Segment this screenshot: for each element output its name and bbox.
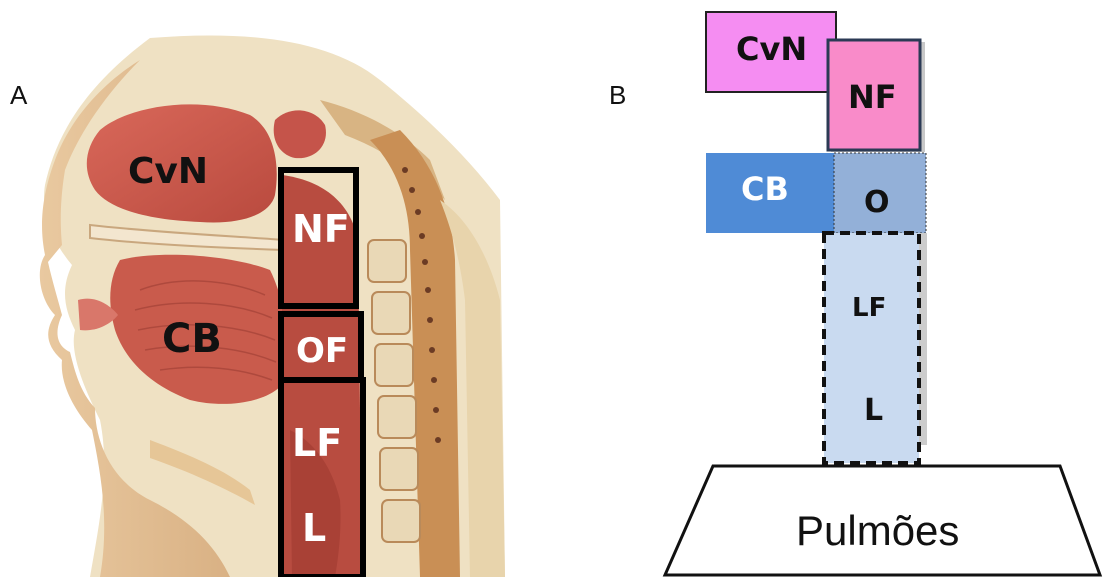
label-cvn-a: CvN bbox=[128, 151, 208, 192]
label-nf-b: NF bbox=[848, 78, 897, 116]
label-lf-a: LF bbox=[292, 421, 342, 465]
block-lf bbox=[824, 233, 919, 463]
label-nf-a: NF bbox=[292, 207, 350, 251]
label-cb-b: CB bbox=[741, 170, 789, 208]
label-o-b: O bbox=[864, 185, 890, 220]
label-lf-b: LF bbox=[852, 293, 886, 323]
label-l-b: L bbox=[864, 393, 883, 428]
label-of-a: OF bbox=[296, 331, 348, 371]
label-cb-a: CB bbox=[162, 316, 222, 362]
label-l-a: L bbox=[302, 506, 326, 550]
head-illustration bbox=[40, 35, 505, 577]
label-cvn-b: CvN bbox=[736, 30, 807, 68]
label-lungs: Pulmões bbox=[796, 507, 959, 554]
